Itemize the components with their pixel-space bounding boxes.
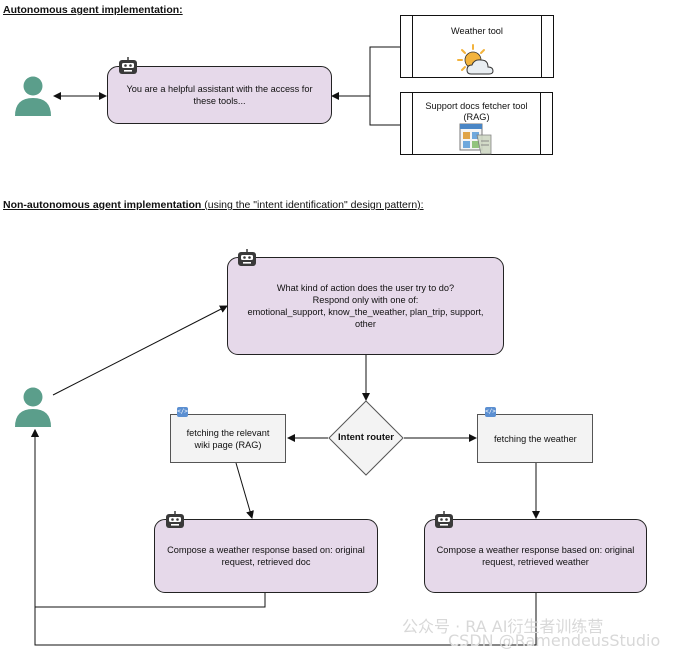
assistant-prompt-box: You are a helpful assistant with the acc… bbox=[107, 66, 332, 124]
watermark-line-2: CSDN @RamendeusStudio bbox=[448, 631, 661, 650]
autonomous-section-title: Autonomous agent implementation: bbox=[3, 4, 183, 16]
robot-icon bbox=[166, 511, 184, 528]
user-icon bbox=[15, 387, 51, 427]
compose-doc-box: Compose a weather response based on: ori… bbox=[154, 519, 378, 593]
user-intent-arrow bbox=[52, 305, 228, 396]
intent-prompt-line-2: Respond only with one of: bbox=[312, 295, 419, 305]
intent-prompt-box: What kind of action does the user try to… bbox=[227, 257, 504, 355]
weather-tool-connector bbox=[369, 46, 400, 96]
assistant-prompt-text: You are a helpful assistant with the acc… bbox=[126, 84, 313, 106]
watermark-line-1: 公众号 · RA AI衍生者训练营 bbox=[402, 617, 604, 636]
robot-icon bbox=[119, 57, 137, 74]
code-icon: </> bbox=[177, 407, 188, 417]
docs-fetcher-tool-box: Support docs fetcher tool (RAG) bbox=[400, 92, 553, 155]
non-autonomous-subtitle: (using the "intent identification" desig… bbox=[201, 199, 424, 211]
fetch-weather-text: fetching the weather bbox=[494, 433, 577, 444]
non-autonomous-title-text: Non-autonomous agent implementation bbox=[3, 199, 202, 211]
document-icon bbox=[459, 123, 492, 155]
intent-router-label: Intent router bbox=[338, 432, 394, 443]
robot-icon bbox=[238, 249, 256, 266]
fetch-wiki-text: fetching the relevant wiki page (RAG) bbox=[186, 427, 270, 450]
intent-prompt-line-1: What kind of action does the user try to… bbox=[276, 283, 455, 293]
intent-router-diamond bbox=[328, 400, 404, 476]
sun-cloud-icon bbox=[457, 44, 494, 75]
docs-tool-connector bbox=[369, 96, 400, 126]
fetch-wiki-box: fetching the relevant wiki page (RAG) bbox=[170, 414, 286, 463]
intent-prompt-line-3: emotional_support, know_the_weather, pla… bbox=[247, 307, 484, 329]
compose-weather-return bbox=[31, 429, 537, 646]
compose-doc-text: Compose a weather response based on: ori… bbox=[167, 545, 365, 567]
code-icon: </> bbox=[485, 407, 496, 417]
docs-tool-label: Support docs fetcher tool (RAG) bbox=[425, 101, 528, 122]
fetch-weather-box: fetching the weather bbox=[477, 414, 593, 463]
compose-weather-box: Compose a weather response based on: ori… bbox=[424, 519, 647, 593]
non-autonomous-section-title: Non-autonomous agent implementation (usi… bbox=[3, 199, 424, 211]
wiki-compose-arrow bbox=[235, 462, 254, 519]
compose-weather-text: Compose a weather response based on: ori… bbox=[436, 545, 635, 567]
weather-tool-label: Weather tool bbox=[451, 26, 503, 36]
user-icon bbox=[15, 76, 51, 116]
robot-icon bbox=[435, 511, 453, 528]
weather-tool-box: Weather tool bbox=[400, 15, 554, 78]
